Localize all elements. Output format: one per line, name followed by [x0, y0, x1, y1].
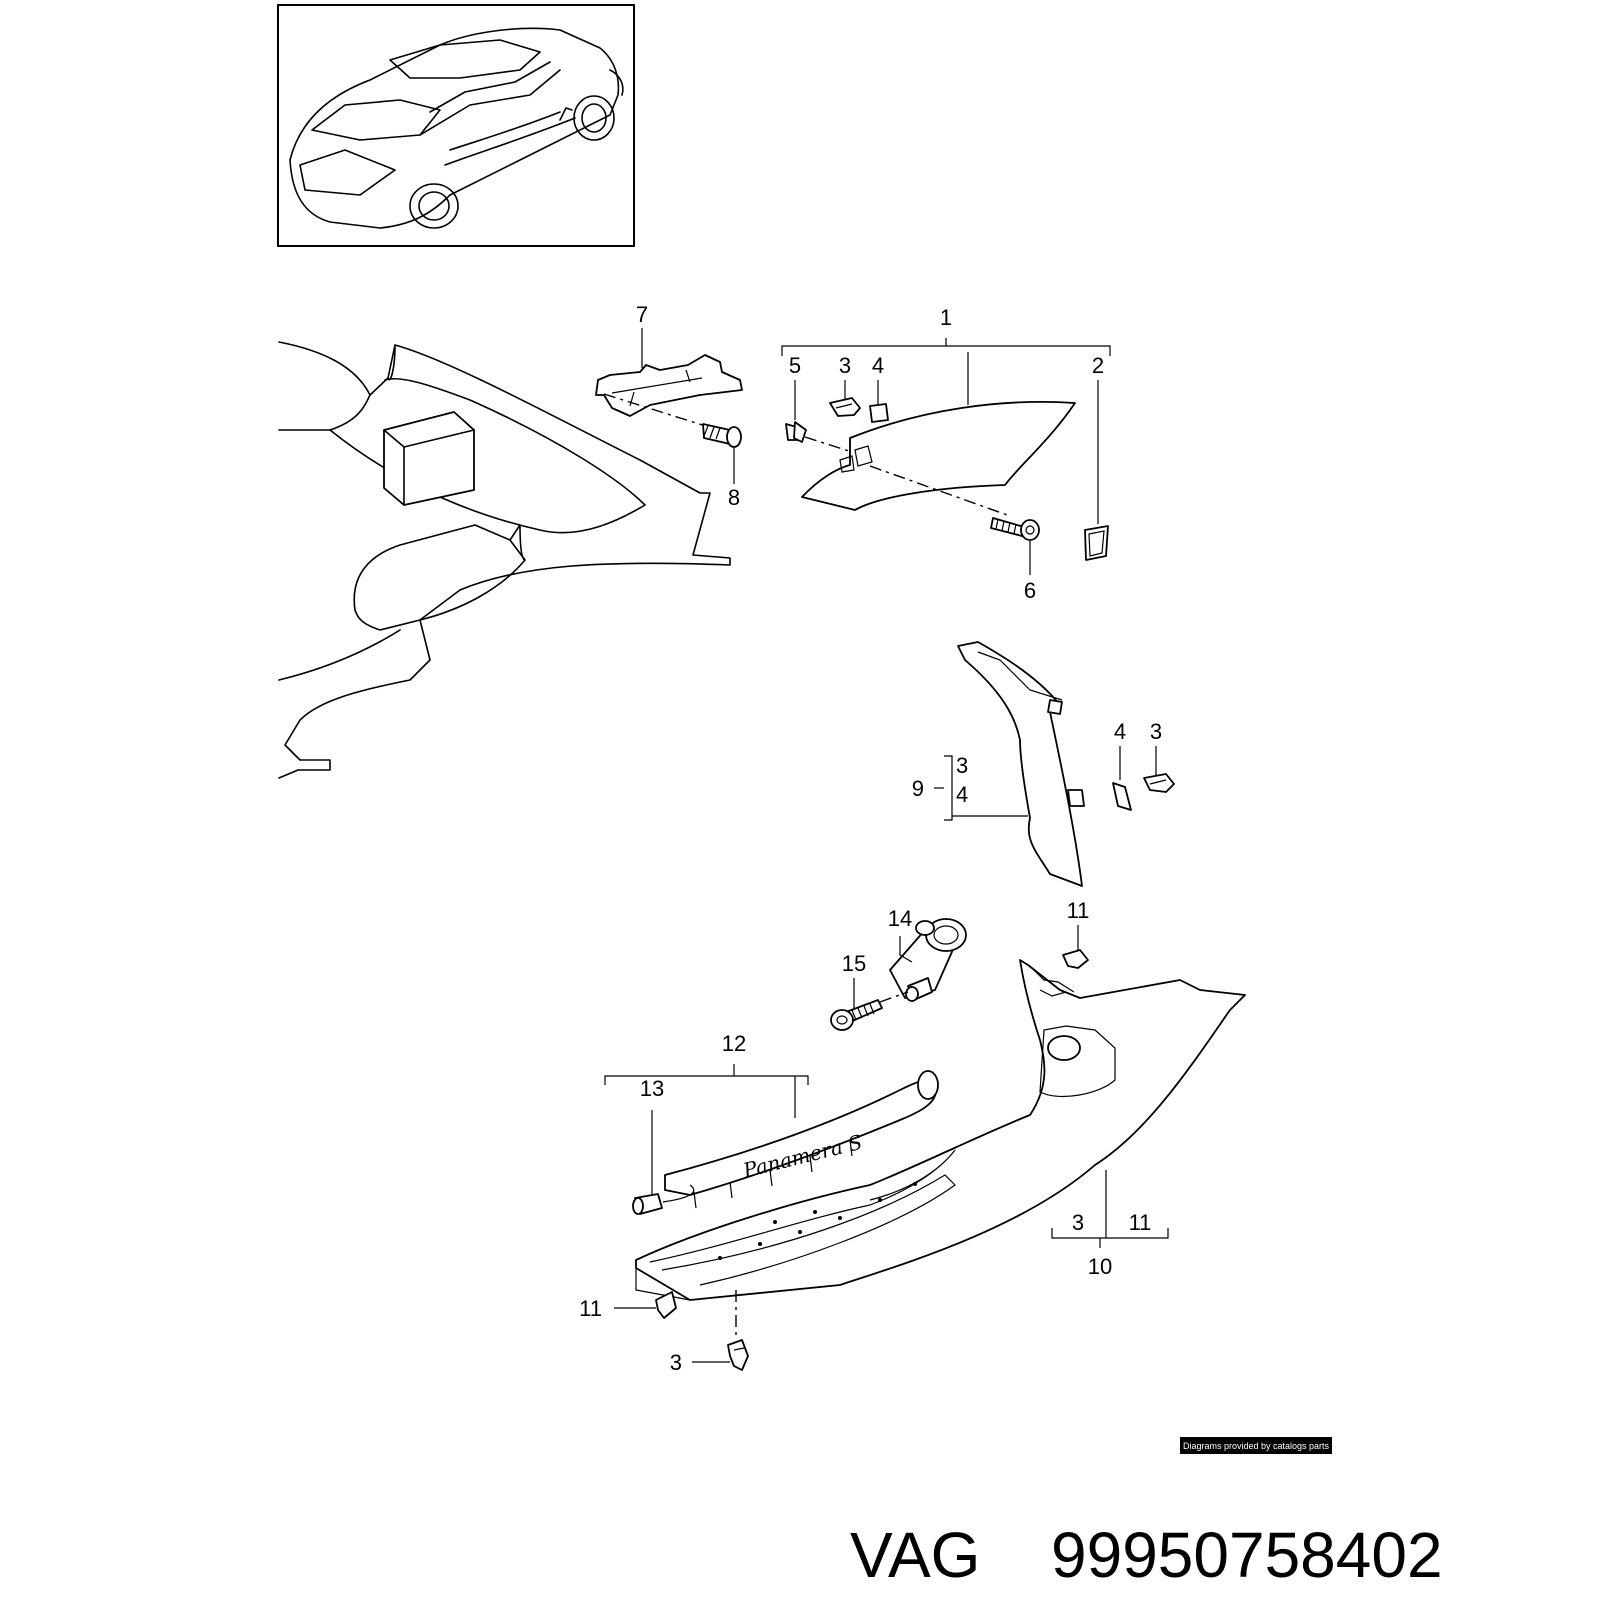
callout-7: 7 — [636, 302, 648, 327]
callout-9-3: 3 — [956, 753, 968, 778]
callout-14: 14 — [888, 906, 912, 931]
caption-part-number: 99950758402 — [1051, 1519, 1443, 1591]
part-6-screw: 6 — [869, 465, 1040, 603]
interior-body-panel — [278, 341, 731, 779]
callout-11-top: 11 — [1067, 898, 1090, 923]
part-10-sill-trim: 3 11 10 — [635, 959, 1246, 1301]
part-9-pillar-trim: 9 3 4 — [912, 641, 1085, 887]
part-11-clip-top: 11 — [1062, 898, 1090, 969]
part-13-connector: 13 — [632, 1076, 695, 1215]
callout-2: 2 — [1092, 353, 1104, 378]
part-3-clip-bottom: 3 — [670, 1290, 749, 1375]
diagram-credit-badge: Diagrams provided by catalogs parts — [1180, 1437, 1332, 1454]
callout-10-3: 3 — [1072, 1210, 1084, 1235]
callout-1: 1 — [940, 305, 952, 330]
caption-brand: VAG — [850, 1519, 980, 1591]
callout-9: 9 — [912, 776, 924, 801]
sill-fastener-holes — [718, 1182, 917, 1260]
callout-4-right: 4 — [1114, 719, 1126, 744]
part-number-caption: VAG 99950758402 — [850, 1519, 1443, 1591]
car-overview-inset — [277, 4, 635, 247]
loose-clips-right: 4 3 — [1112, 719, 1175, 811]
callout-15: 15 — [842, 951, 866, 976]
callout-5: 5 — [789, 353, 801, 378]
car-illustration — [289, 27, 624, 229]
part-11-clip-bottom: 11 — [579, 1291, 677, 1321]
part-14-sleeve: 14 — [888, 906, 967, 1002]
callout-10: 10 — [1088, 1254, 1112, 1279]
part-7-bracket: 7 — [595, 302, 743, 417]
callout-6: 6 — [1024, 578, 1036, 603]
callout-9-4: 4 — [956, 782, 968, 807]
callout-11-bottom: 11 — [579, 1296, 602, 1321]
callout-3-top: 3 — [839, 353, 851, 378]
part-8-bolt: 8 — [603, 393, 742, 510]
callout-3-right: 3 — [1150, 719, 1162, 744]
callout-12: 12 — [722, 1031, 746, 1056]
callout-4-top: 4 — [872, 353, 884, 378]
callout-10-11: 11 — [1129, 1210, 1152, 1235]
part-15-screw: 15 — [830, 951, 909, 1031]
part-1-pillar-trim-group: 1 5 3 4 2 — [781, 305, 1111, 561]
credit-text: Diagrams provided by catalogs parts — [1183, 1441, 1330, 1451]
callout-13: 13 — [640, 1076, 664, 1101]
callout-3-bottom: 3 — [670, 1350, 682, 1375]
callout-8: 8 — [728, 485, 740, 510]
